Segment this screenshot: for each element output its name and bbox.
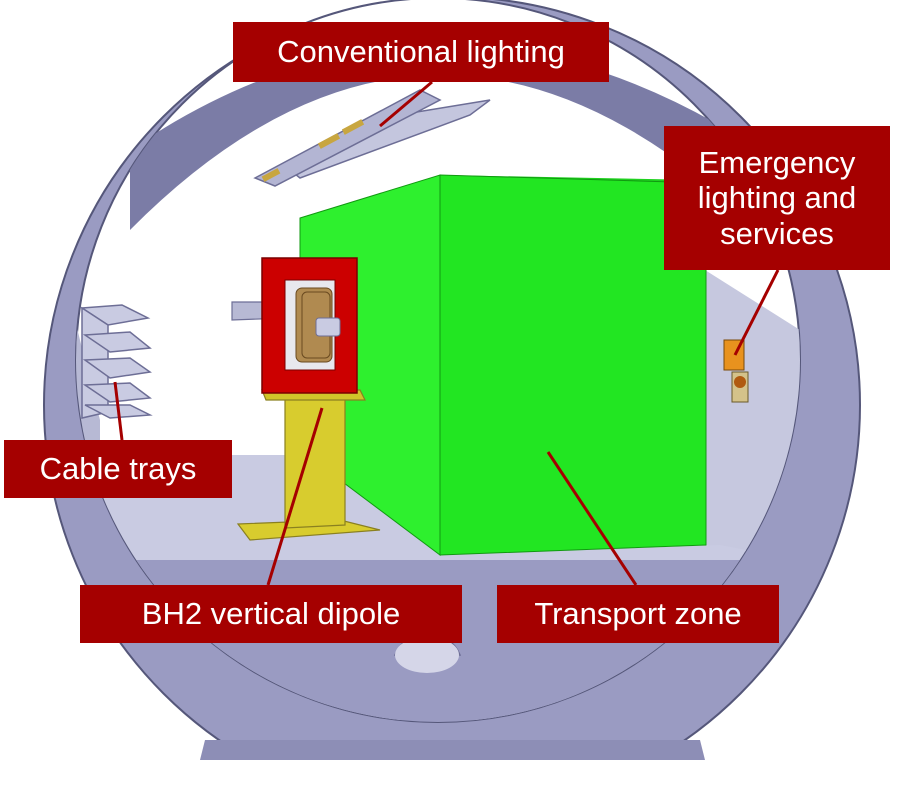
- dipole-beam-port: [315, 317, 341, 337]
- emergency-lighting-label: Emergency lighting and services: [664, 126, 890, 270]
- dipole-label: BH2 vertical dipole: [80, 585, 462, 643]
- conventional-lighting-label: Conventional lighting: [233, 22, 609, 82]
- tunnel-ceiling-shade: [130, 45, 760, 230]
- service-unit: [734, 376, 746, 388]
- leader-cable: [113, 381, 124, 441]
- transport-zone-side: [439, 174, 707, 556]
- leader-transport: [546, 451, 638, 586]
- leader-emergency: [733, 269, 780, 356]
- drain-channel-shadow: [395, 637, 459, 673]
- tunnel-base-edge: [200, 740, 705, 760]
- lamp-2: [317, 133, 341, 149]
- dipole-support-column: [284, 394, 346, 529]
- leader-dipole: [266, 407, 324, 586]
- leader-lines: [113, 80, 780, 586]
- cable-trays: [79, 304, 153, 419]
- transport-zone-label: Transport zone: [497, 585, 779, 643]
- lamp-1: [261, 168, 281, 182]
- cable-trays-label: Cable trays: [4, 440, 232, 498]
- lamp-3: [341, 119, 365, 135]
- leader-lighting: [379, 80, 433, 128]
